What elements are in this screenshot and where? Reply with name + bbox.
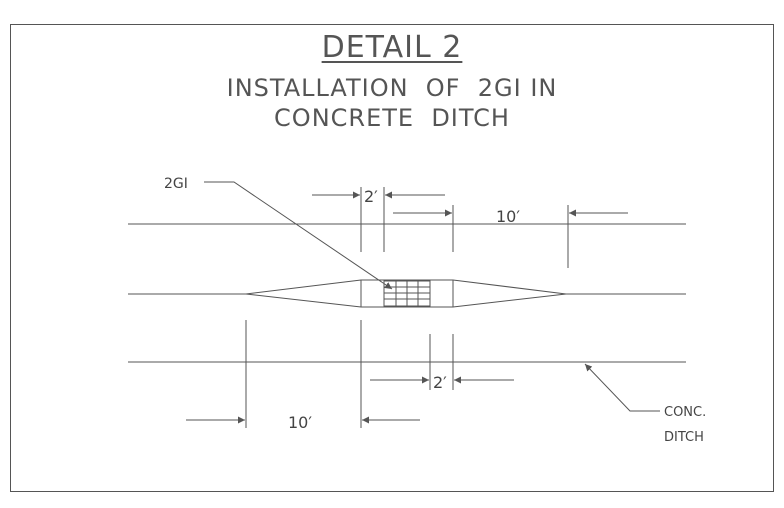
detail-title: DETAIL 2 (321, 30, 463, 65)
drawing-border (10, 24, 774, 492)
ditch-label-line1: CONC. (664, 405, 706, 420)
dim-top-2ft: 2′ (364, 187, 378, 206)
inlet-label: 2GI (164, 176, 188, 192)
dim-bottom-10ft: 10′ (288, 413, 312, 432)
dim-top-10ft: 10′ (496, 207, 520, 226)
grate-2gi (383, 280, 431, 307)
ditch-label-line2: DITCH (664, 430, 704, 445)
subtitle-line-1: INSTALLATION OF 2GI IN (226, 74, 558, 102)
inlet-leader (204, 181, 393, 290)
ditch-leader (584, 363, 660, 412)
dim-bottom-2ft: 2′ (433, 373, 447, 392)
subtitle-line-2: CONCRETE DITCH (274, 104, 510, 132)
